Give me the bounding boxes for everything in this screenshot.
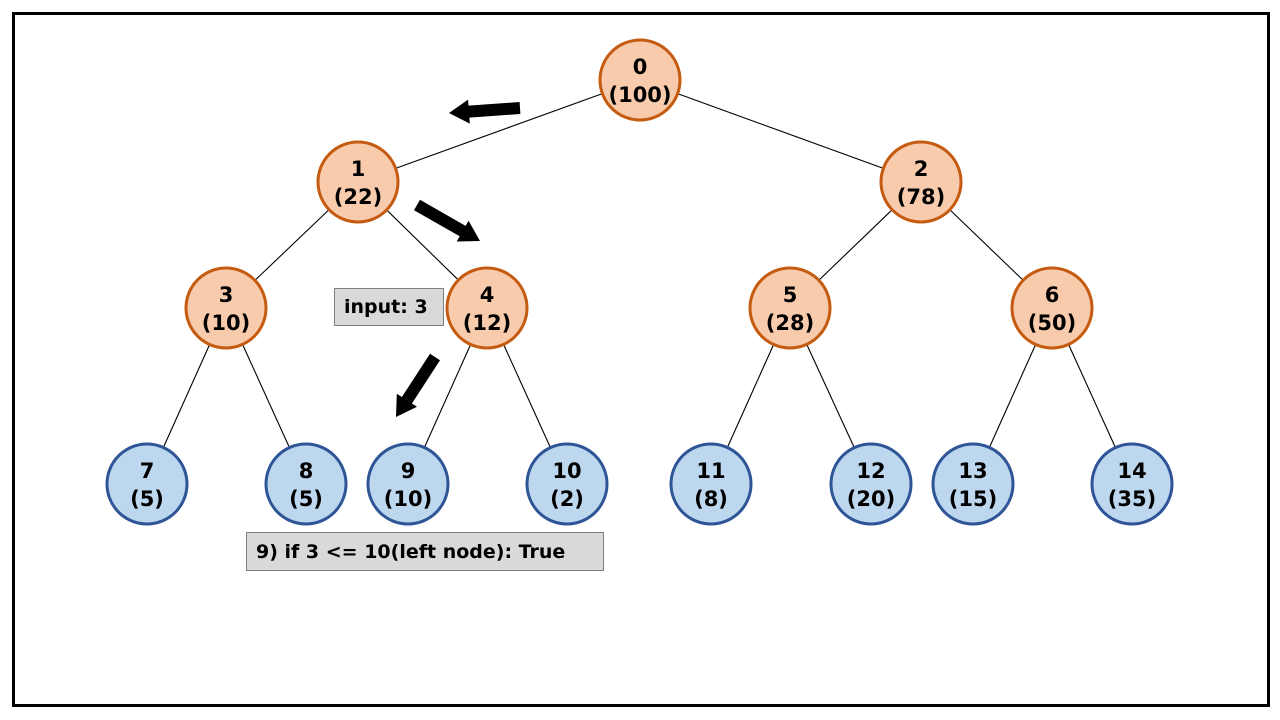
node-circle xyxy=(598,38,682,122)
tree-node-10: 10(2) xyxy=(525,442,609,526)
edge-3-8 xyxy=(242,344,290,448)
node-id-label: 12 xyxy=(856,459,885,483)
node-circle xyxy=(829,442,913,526)
node-circle xyxy=(1090,442,1174,526)
input-box: input: 3 xyxy=(334,288,444,326)
slide-frame xyxy=(12,12,1270,707)
tree-node-8: 8(5) xyxy=(264,442,348,526)
node-id-label: 1 xyxy=(351,157,366,181)
tree-node-14: 14 (35) xyxy=(1090,442,1174,526)
tree-node-0: 0 (100) xyxy=(598,38,682,122)
node-circle xyxy=(366,442,450,526)
edge-3-7 xyxy=(162,344,211,448)
tree-node-6: 6 (50) xyxy=(1010,266,1094,350)
node-circle xyxy=(184,266,268,350)
tree-node-3: 3 (10) xyxy=(184,266,268,350)
node-id-label: 9 xyxy=(401,459,416,483)
node-id-label: 14 xyxy=(1117,459,1146,483)
node-circle xyxy=(669,442,753,526)
arrows-layer xyxy=(396,99,521,417)
node-id-label: 0 xyxy=(633,55,648,79)
node-circle xyxy=(748,266,832,350)
condition-box: 9) if 3 <= 10(left node): True xyxy=(246,532,604,571)
node-circle xyxy=(879,140,963,224)
tree-node-7: 7(5) xyxy=(105,442,189,526)
nodes-layer: 0(100)1(22)2(78)3(10)4(12)5(28)6(50)7(5)… xyxy=(105,38,1174,526)
node-value-label: (5) xyxy=(289,487,323,511)
edge-1-4 xyxy=(386,209,459,281)
node-value-label: (10) xyxy=(384,487,432,511)
node-value-label: (15) xyxy=(949,487,997,511)
edge-2-6 xyxy=(949,209,1024,281)
edge-1-3 xyxy=(254,209,330,281)
node-circle xyxy=(264,442,348,526)
tree-node-5: 5 (28) xyxy=(748,266,832,350)
node-circle xyxy=(316,140,400,224)
edge-4-10 xyxy=(503,344,551,448)
edge-0-1 xyxy=(395,93,603,169)
node-id-label: 6 xyxy=(1045,283,1060,307)
edges-layer xyxy=(162,93,1116,448)
traversal-arrow-4-to-9 xyxy=(396,353,440,417)
node-value-label: (8) xyxy=(694,487,728,511)
node-id-label: 4 xyxy=(480,283,495,307)
edge-4-9 xyxy=(423,344,472,448)
node-id-label: 3 xyxy=(219,283,234,307)
node-value-label: (78) xyxy=(897,185,945,209)
node-value-label: (22) xyxy=(334,185,382,209)
node-id-label: 8 xyxy=(299,459,314,483)
node-value-label: (28) xyxy=(766,311,814,335)
tree-node-11: 11(8) xyxy=(669,442,753,526)
edge-5-11 xyxy=(726,344,775,448)
condition-box-text: 9) if 3 <= 10(left node): True xyxy=(256,540,566,563)
tree-node-13: 13 (15) xyxy=(931,442,1015,526)
edge-0-2 xyxy=(677,93,884,169)
node-circle xyxy=(445,266,529,350)
node-id-label: 11 xyxy=(696,459,725,483)
traversal-arrow-1-to-4 xyxy=(414,199,480,242)
node-circle xyxy=(105,442,189,526)
tree-node-12: 12 (20) xyxy=(829,442,913,526)
node-id-label: 5 xyxy=(783,283,798,307)
node-id-label: 2 xyxy=(914,157,929,181)
edge-2-5 xyxy=(818,209,893,281)
tree-node-4: 4 (12) xyxy=(445,266,529,350)
edge-5-12 xyxy=(806,344,855,448)
node-value-label: (5) xyxy=(130,487,164,511)
node-value-label: (2) xyxy=(550,487,584,511)
node-id-label: 13 xyxy=(958,459,987,483)
node-value-label: (50) xyxy=(1028,311,1076,335)
node-circle xyxy=(525,442,609,526)
edge-6-14 xyxy=(1068,344,1116,448)
node-circle xyxy=(1010,266,1094,350)
node-value-label: (10) xyxy=(202,311,250,335)
node-value-label: (20) xyxy=(847,487,895,511)
node-circle xyxy=(931,442,1015,526)
tree-node-2: 2 (78) xyxy=(879,140,963,224)
tree-node-1: 1 (22) xyxy=(316,140,400,224)
node-id-label: 10 xyxy=(552,459,581,483)
node-value-label: (35) xyxy=(1108,487,1156,511)
node-id-label: 7 xyxy=(140,459,155,483)
tree-node-9: 9 (10) xyxy=(366,442,450,526)
node-value-label: (12) xyxy=(463,311,511,335)
node-value-label: (100) xyxy=(608,83,671,107)
traversal-arrow-0-to-1 xyxy=(449,99,521,124)
input-box-text: input: 3 xyxy=(344,296,428,318)
edge-6-13 xyxy=(988,344,1037,448)
